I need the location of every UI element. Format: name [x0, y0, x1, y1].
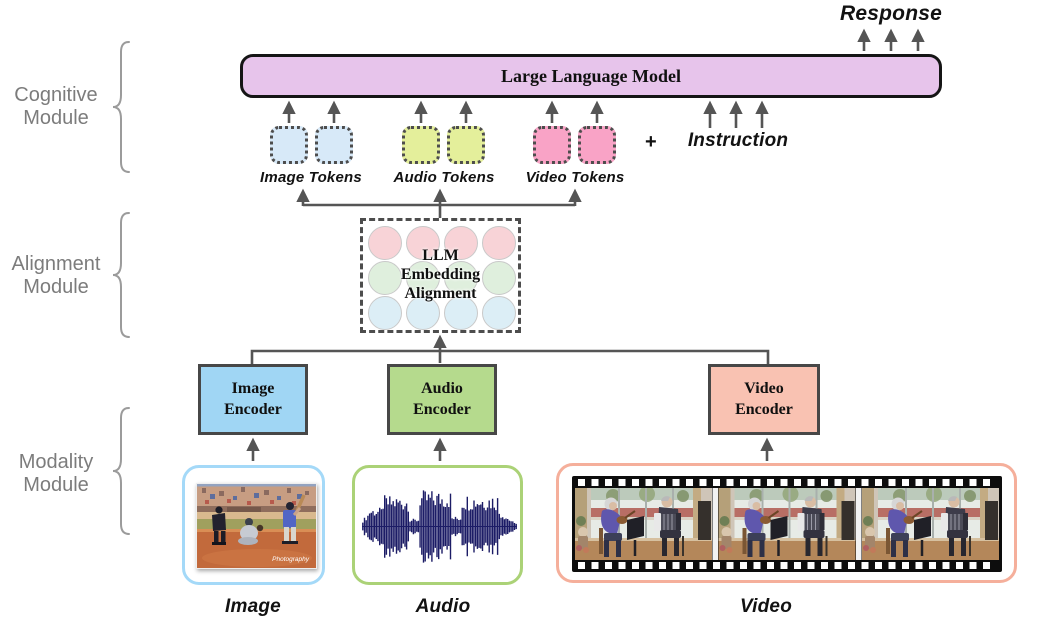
embedding-circle — [482, 261, 516, 295]
video-media-label: Video — [739, 596, 793, 617]
video-encoder-box: Video Encoder — [708, 364, 820, 435]
embedding-circle — [444, 226, 478, 260]
filmstrip-sprockets-top — [578, 479, 996, 486]
media-to-encoder-arrows — [246, 437, 774, 461]
video-token-2 — [578, 126, 616, 164]
embedding-circle — [406, 226, 440, 260]
response-arrows — [857, 28, 925, 51]
embedding-circle — [406, 261, 440, 295]
photo-watermark: Photography — [272, 556, 310, 563]
cognitive-module-label: Cognitive Module — [14, 84, 98, 130]
image-media-label: Image — [225, 596, 281, 617]
video-tokens-label: Video Tokens — [525, 169, 625, 186]
image-token-1 — [270, 126, 308, 164]
embedding-circle — [368, 261, 402, 295]
umpire-figure — [212, 506, 226, 545]
modality-brace-icon — [112, 407, 130, 535]
encoders-to-alignment-connector — [250, 334, 770, 364]
instruction-to-llm-arrows — [703, 100, 769, 128]
embedding-circle — [444, 261, 478, 295]
instruction-label: Instruction — [687, 130, 789, 151]
alignment-box-label: LLM Embedding Alignment — [400, 247, 481, 302]
image-tokens-label: Image Tokens — [260, 169, 362, 186]
baseball-photo-icon: Photography — [197, 484, 316, 568]
embedding-circle — [482, 296, 516, 330]
audio-waveform-path — [362, 490, 517, 563]
alignment-module-label: Alignment Module — [11, 253, 101, 299]
video-token-1 — [533, 126, 571, 164]
audio-media-label: Audio — [415, 596, 471, 617]
baseball-photo: Photography — [196, 483, 317, 569]
response-label: Response — [840, 2, 942, 25]
filmstrip-sprockets-bottom — [578, 562, 996, 569]
llm-label: Large Language Model — [501, 65, 681, 86]
batter-figure — [282, 494, 306, 544]
cognitive-brace-icon — [112, 41, 130, 173]
catcher-figure — [238, 518, 264, 545]
embedding-circle — [368, 226, 402, 260]
token-to-llm-arrows — [282, 100, 604, 123]
embedding-circle — [444, 296, 478, 330]
audio-token-2 — [447, 126, 485, 164]
alignment-brace-icon — [112, 212, 130, 338]
image-token-2 — [315, 126, 353, 164]
audio-encoder-box: Audio Encoder — [387, 364, 497, 435]
module-brace-icons — [112, 41, 130, 535]
plus-sign: + — [645, 131, 657, 153]
image-sample-box: Photography — [182, 465, 325, 585]
video-sample-box — [556, 463, 1017, 583]
audio-token-1 — [402, 126, 440, 164]
audio-sample-box — [352, 465, 523, 585]
embedding-circle — [482, 226, 516, 260]
audio-waveform-icon — [362, 490, 517, 563]
embedding-circle — [406, 296, 440, 330]
modality-module-label: Modality Module — [18, 451, 94, 497]
image-encoder-box: Image Encoder — [198, 364, 308, 435]
alignment-to-tokens-connector — [296, 188, 582, 218]
audio-tokens-label: Audio Tokens — [393, 169, 495, 186]
llm-box: Large Language Model — [240, 54, 942, 98]
embedding-circle — [368, 296, 402, 330]
llm-embedding-alignment-box: LLM Embedding Alignment — [360, 218, 521, 333]
filmstrip-frames — [572, 488, 1002, 560]
video-filmstrip-icon — [572, 476, 1002, 572]
